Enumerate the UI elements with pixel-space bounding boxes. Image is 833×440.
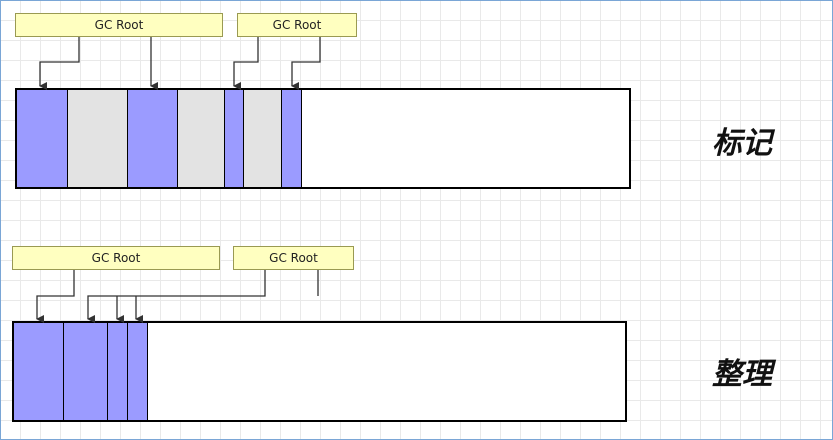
phase-label-mark: 标记	[712, 126, 772, 161]
reference-arrow	[39, 37, 80, 90]
live-object-block	[108, 323, 128, 420]
heap-memory-compact	[12, 321, 627, 422]
live-object-block	[128, 90, 178, 187]
live-object-block	[282, 90, 302, 187]
reference-arrow	[87, 270, 266, 323]
live-object-block	[128, 323, 148, 420]
live-object-block	[14, 323, 64, 420]
live-object-block	[64, 323, 108, 420]
garbage-object-block	[68, 90, 128, 187]
reference-arrow	[291, 37, 321, 90]
reference-arrow	[233, 37, 259, 90]
garbage-object-block	[244, 90, 282, 187]
heap-memory-mark	[15, 88, 631, 189]
gc-root-box: GC Root	[12, 246, 220, 270]
gc-root-box: GC Root	[237, 13, 357, 37]
phase-label-compact: 整理	[712, 357, 772, 392]
reference-arrow	[36, 270, 75, 323]
garbage-object-block	[178, 90, 225, 187]
gc-root-box: GC Root	[15, 13, 223, 37]
gc-root-box: GC Root	[233, 246, 354, 270]
live-object-block	[225, 90, 244, 187]
live-object-block	[17, 90, 68, 187]
